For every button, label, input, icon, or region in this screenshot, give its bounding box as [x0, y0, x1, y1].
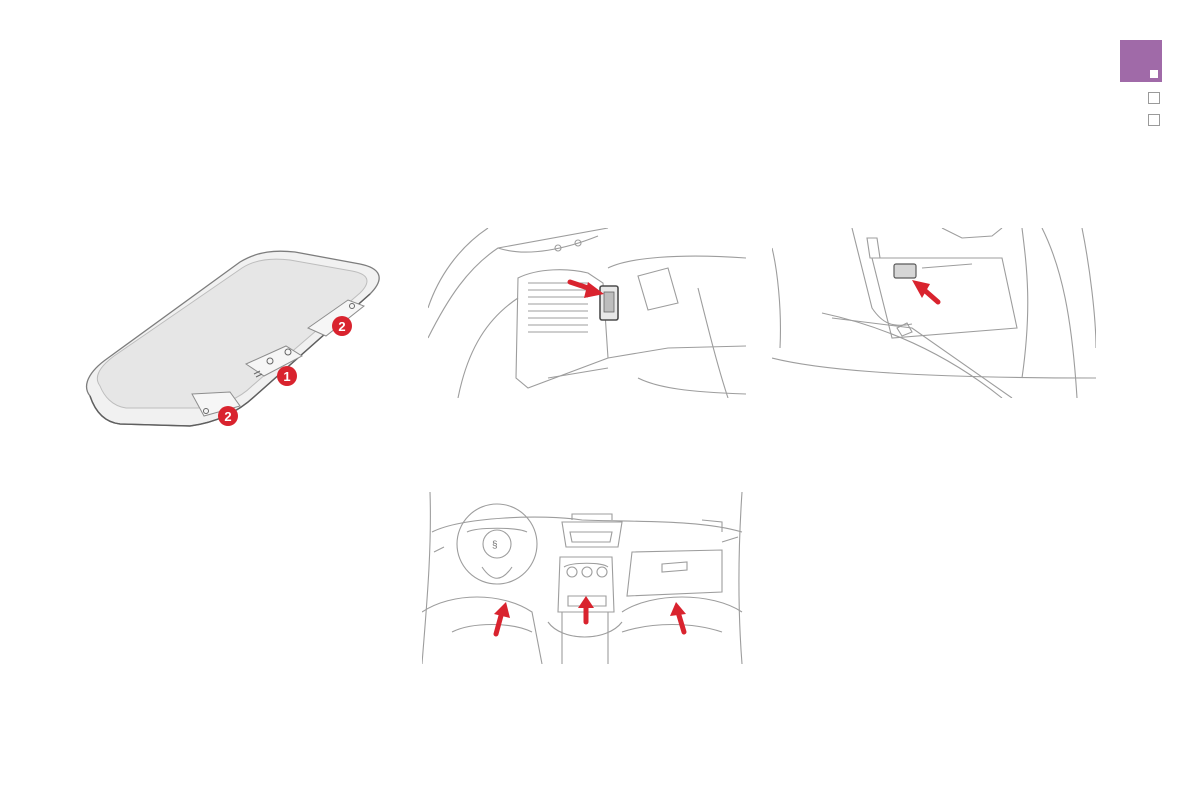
svg-text:§: §	[492, 540, 498, 551]
trunk-socket-illustration	[428, 228, 746, 398]
svg-text:2: 2	[338, 319, 345, 334]
callout-2-right: 2	[332, 316, 352, 336]
glovebox-socket-illustration	[772, 228, 1096, 398]
page-indicator-2[interactable]	[1148, 92, 1160, 104]
page-indicator-3[interactable]	[1148, 114, 1160, 126]
dashboard-footwell-illustration: §	[422, 492, 746, 664]
chapter-tab[interactable]	[1120, 40, 1162, 82]
callout-2-left: 2	[218, 406, 238, 426]
arrow-icon	[578, 596, 594, 622]
active-indicator	[1150, 70, 1158, 78]
arrow-icon	[494, 602, 510, 634]
svg-text:1: 1	[283, 369, 290, 384]
ceiling-module-illustration: 1 2 2	[80, 246, 385, 436]
svg-text:2: 2	[224, 409, 231, 424]
callout-1: 1	[277, 366, 297, 386]
arrow-icon	[670, 602, 686, 632]
